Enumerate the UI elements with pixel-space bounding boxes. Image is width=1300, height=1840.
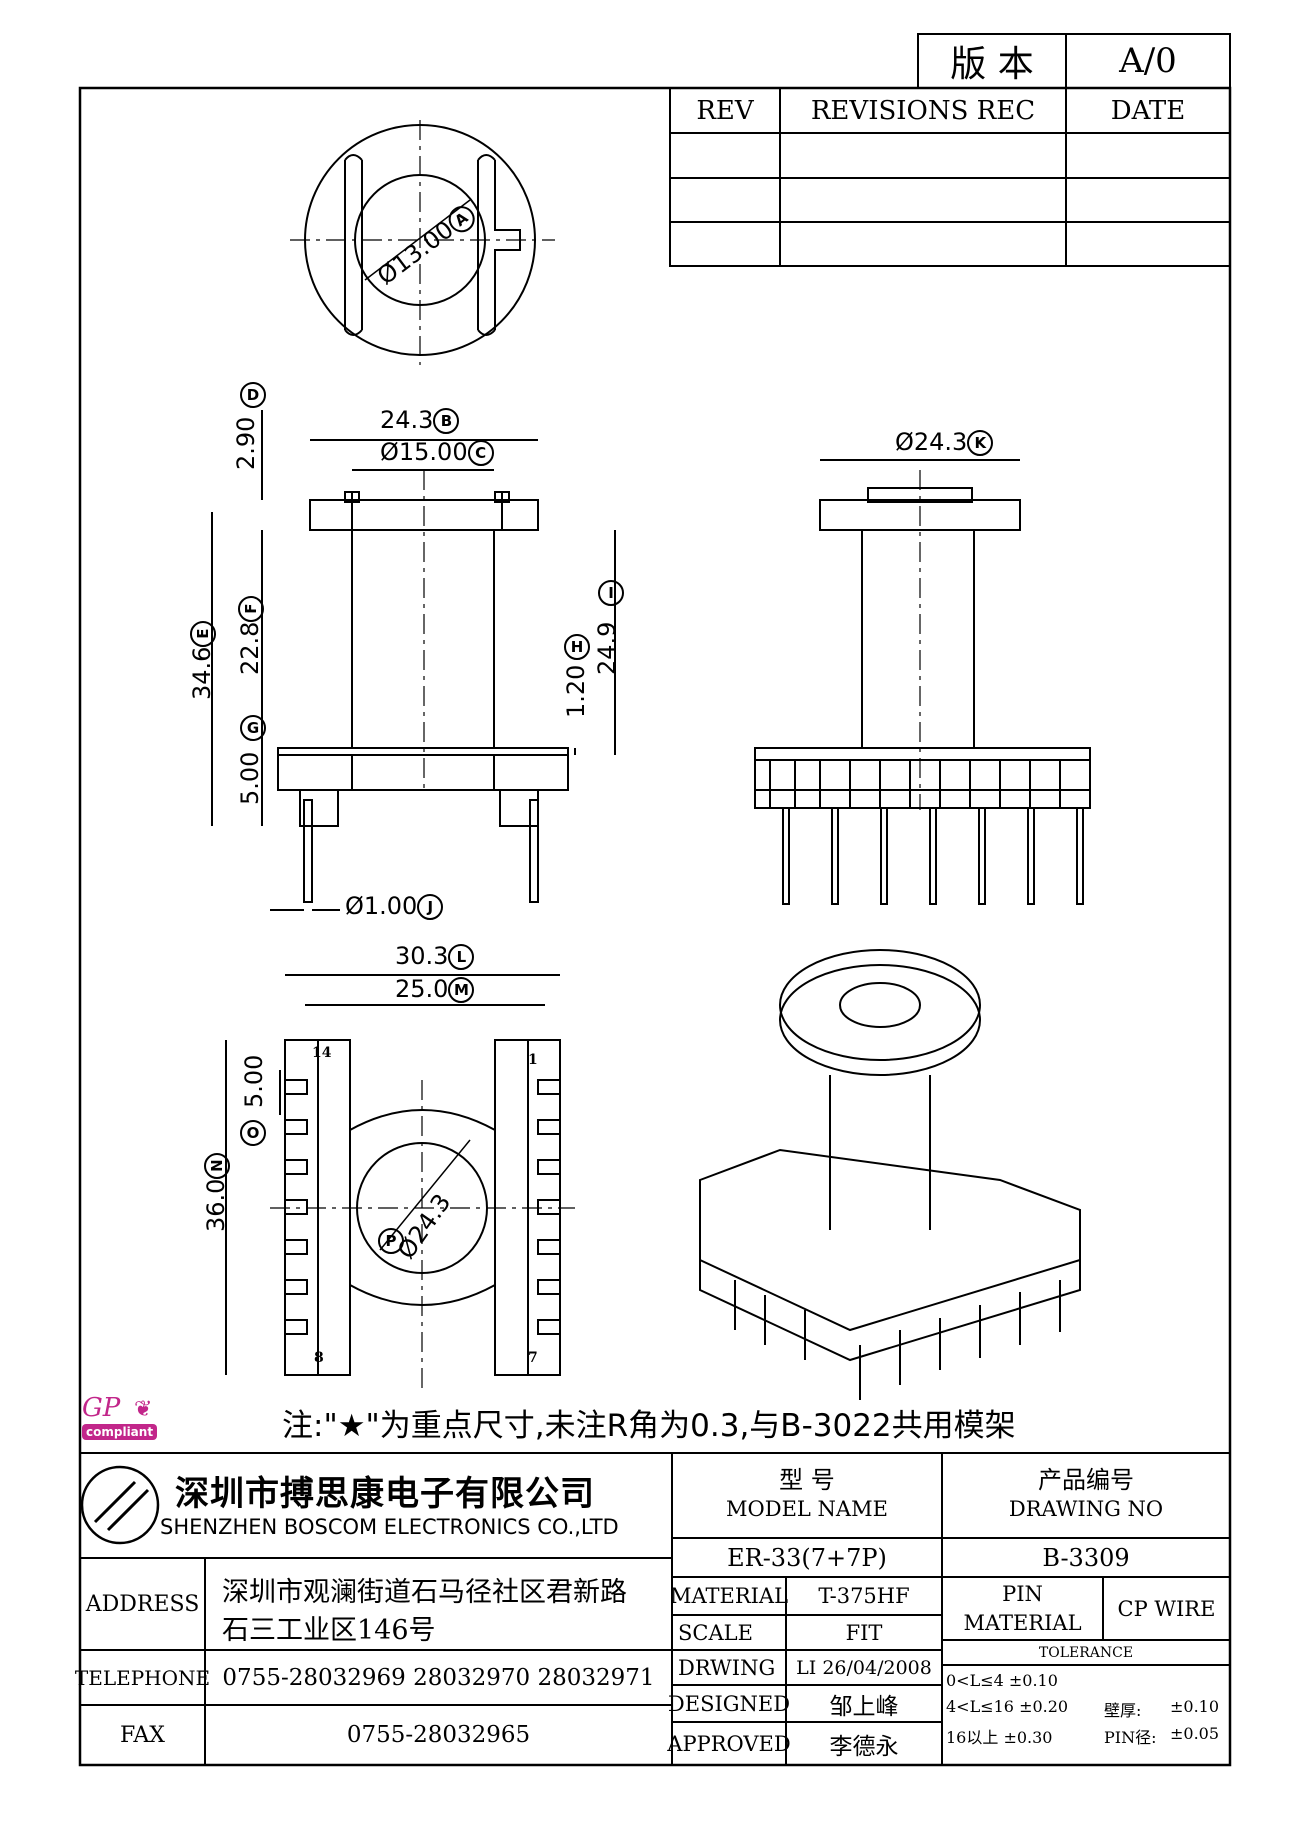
wall-thickness-label: 壁厚: [1104, 1701, 1142, 1720]
gp-logo-text: GP [82, 1393, 121, 1423]
revisions-rec-header: REVISIONS REC [810, 95, 1036, 126]
drawing-by-value: LI 26/04/2008 [796, 1656, 932, 1679]
tolerance-row-3: 16以上 ±0.30 [946, 1728, 1053, 1747]
bottom-view [225, 974, 575, 1390]
approved-label: APPROVED [667, 1731, 791, 1756]
address-line-1: 深圳市观澜街道石马径社区君新路 [222, 1577, 627, 1608]
model-label-en: MODEL NAME [726, 1497, 888, 1521]
bottom-dia-marker: P [378, 1228, 404, 1254]
address-line-2: 石三工业区146号 [222, 1615, 436, 1646]
gp-compliant-badge: compliant [82, 1424, 158, 1440]
tolerance-label: TOLERANCE [1038, 1644, 1134, 1661]
front-view [211, 410, 616, 911]
pin-label-8: 8 [314, 1350, 324, 1366]
designed-label: DESIGNED [667, 1691, 791, 1716]
winding-height-label: 22.8F [236, 595, 264, 675]
drawing-border [78, 86, 1232, 1767]
total-height-label: 34.6E [188, 620, 216, 700]
model-value: ER-33(7+7P) [727, 1543, 887, 1572]
pin-material-value: CP WIRE [1117, 1596, 1216, 1621]
fax-label: FAX [120, 1722, 165, 1748]
pin-material-label-2: MATERIAL [963, 1611, 1082, 1635]
pitch-label: 5.00 [240, 1054, 268, 1108]
drawing-label-en: DRAWING NO [1008, 1497, 1164, 1521]
company-name-cn: 深圳市搏思康电子有限公司 [175, 1474, 595, 1514]
company-name-en: SHENZHEN BOSCOM ELECTRONICS CO.,LTD [160, 1515, 619, 1539]
drawing-by-label: DRWING [678, 1655, 776, 1680]
pin-diameter-tol-label: PIN径: [1104, 1728, 1157, 1747]
gp-compliant-logo: GP compliant ❦ [82, 1395, 177, 1445]
pin-label-14: 14 [312, 1045, 332, 1061]
telephone-label: TELEPHONE [74, 1665, 211, 1690]
flange-thk-label: 2.90 [232, 416, 260, 470]
step-marker: H [564, 634, 590, 660]
step-label: 1.20 [562, 664, 590, 718]
scale-label: SCALE [678, 1620, 753, 1645]
designed-value: 邹上峰 [829, 1693, 899, 1720]
pin-material-label-1: PIN [1002, 1582, 1043, 1606]
inner-height-marker: I [598, 580, 624, 606]
tolerance-row-1: 0<L≤4 ±0.10 [946, 1671, 1058, 1690]
version-label: 版 本 [950, 44, 1034, 85]
top-view [290, 120, 555, 365]
flange-thk-marker: D [240, 382, 266, 408]
base-height-marker: G [240, 715, 266, 741]
fax-value: 0755-28032965 [346, 1722, 531, 1748]
telephone-value: 0755-28032969 28032970 28032971 [222, 1664, 655, 1691]
leaf-icon: ❦ [134, 1397, 153, 1422]
material-label: MATERIAL [669, 1584, 789, 1608]
note-text: 注:"★"为重点尺寸,未注R角为0.3,与B-3022共用模架 [282, 1408, 1016, 1444]
version-value: A/0 [1119, 41, 1177, 81]
pin-label-7: 7 [528, 1350, 538, 1366]
material-value: T-375HF [818, 1584, 910, 1608]
pitch-marker: O [240, 1120, 266, 1146]
base-height-label: 5.00 [236, 751, 264, 805]
revisions-table-frame [669, 87, 1231, 267]
isometric-view [699, 949, 1081, 1400]
pin-label-1: 1 [528, 1052, 538, 1068]
approved-value: 李德永 [829, 1733, 899, 1760]
company-logo-icon [80, 1465, 160, 1545]
scale-value: FIT [845, 1620, 883, 1645]
date-header: DATE [1110, 95, 1186, 126]
tolerance-row-2: 4<L≤16 ±0.20 [946, 1697, 1069, 1716]
wall-thickness-value: ±0.10 [1170, 1697, 1220, 1716]
pin-diameter-tol-value: ±0.05 [1170, 1724, 1220, 1743]
address-label: ADDRESS [85, 1591, 200, 1617]
side-view [754, 459, 1091, 905]
title-block-frame [80, 1452, 1230, 1765]
drawing-value: B-3309 [1042, 1543, 1130, 1572]
inner-height-label: 24.9 [593, 621, 621, 675]
rev-header: REV [696, 95, 754, 126]
base-length-label: 36.0N [202, 1152, 230, 1232]
drawing-label-cn: 产品编号 [1038, 1465, 1134, 1494]
model-label-cn: 型 号 [779, 1465, 835, 1494]
